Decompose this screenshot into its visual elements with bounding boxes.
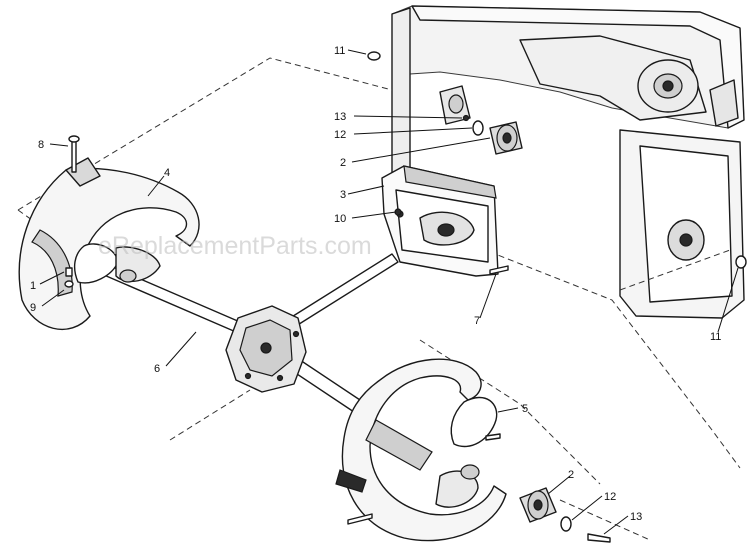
callout-13-bottom: 13 [630, 511, 642, 523]
gearbox [225, 305, 307, 393]
callout-5: 5 [522, 403, 528, 415]
callout-1: 1 [30, 280, 36, 292]
left-auger [18, 157, 200, 331]
fasteners [64, 51, 747, 525]
callout-labels: 11 13 12 2 3 10 8 4 1 9 6 7 11 5 2 12 13 [30, 45, 721, 523]
callout-12-top: 12 [334, 129, 346, 141]
callout-3: 3 [340, 189, 346, 201]
callout-11-top: 11 [334, 45, 345, 57]
callout-9: 9 [30, 302, 36, 314]
watermark-text: eReplacementParts.com [98, 232, 372, 260]
callout-2-bottom: 2 [568, 469, 574, 481]
callout-12-bottom: 12 [604, 491, 616, 503]
callout-11-right: 11 [710, 331, 721, 343]
callout-6: 6 [154, 363, 160, 375]
auger-housing [391, 5, 745, 319]
impeller [381, 165, 499, 277]
lower-bearing [519, 487, 611, 543]
callout-13-top: 13 [334, 111, 346, 123]
callout-4: 4 [164, 167, 170, 179]
callout-2-top: 2 [340, 157, 346, 169]
upper-bearing [462, 114, 523, 155]
callout-7: 7 [474, 315, 480, 327]
callout-10: 10 [334, 213, 346, 225]
leader-lines [39, 49, 739, 535]
callout-8: 8 [38, 139, 44, 151]
right-auger [335, 358, 507, 542]
